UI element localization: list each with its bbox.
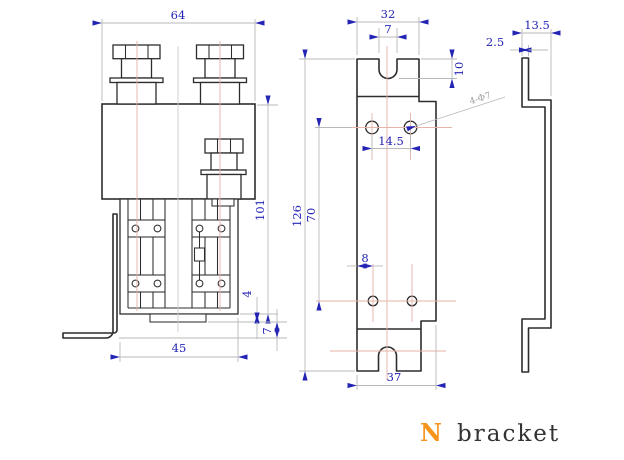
contact-rivet <box>131 279 140 288</box>
contact-rivet <box>217 224 226 233</box>
dim-hole-edge: 8 <box>361 251 368 265</box>
dimensions-right-view: 13.5 2.5 <box>486 18 561 96</box>
dim-hole-spacing: 14.5 <box>378 134 404 148</box>
dim-base-plate: 4 <box>240 290 254 297</box>
dim-hole-span: 70 <box>304 208 318 223</box>
contact-rivet <box>131 224 140 233</box>
terminal-bolt-left <box>109 44 164 105</box>
holes-leader-line <box>406 96 506 132</box>
contact-rivet <box>217 279 226 288</box>
title-highlight: N <box>420 418 442 447</box>
contact-rivet <box>195 279 204 288</box>
contactor-front-view: 64 101 4 7 45 <box>62 8 287 362</box>
mounting-bracket-front <box>62 213 118 339</box>
contact-rivet <box>153 224 162 233</box>
aux-terminal-bolt <box>200 138 247 200</box>
aux-stud <box>211 198 235 207</box>
dim-flange-width: 13.5 <box>524 18 550 32</box>
drawing-title: N bracket <box>420 418 560 447</box>
bracket-front-view: 32 7 10 14.5 4-Φ7 126 70 8 37 <box>290 7 506 390</box>
dim-slot-depth: 10 <box>452 62 466 77</box>
dim-top-width: 64 <box>171 8 186 22</box>
dim-base-width: 45 <box>172 341 187 355</box>
dim-slot-width: 7 <box>384 22 391 36</box>
dim-thickness: 2.5 <box>486 35 504 49</box>
title-label: bracket <box>457 421 560 447</box>
contact-assembly-right <box>191 199 231 308</box>
dimensions-left-view: 64 101 4 7 45 <box>92 8 287 362</box>
bracket-side-view: 13.5 2.5 <box>486 18 561 373</box>
dim-plate-height: 126 <box>290 205 304 227</box>
dim-overall-height: 101 <box>253 199 267 221</box>
dim-bottom-width: 37 <box>387 370 402 384</box>
bracket-plate-outline <box>356 58 437 372</box>
contact-rivet <box>195 224 204 233</box>
coil-component <box>193 247 206 262</box>
centerlines-left-view <box>136 41 221 332</box>
coil-frame <box>119 198 239 323</box>
dimensions-middle-view: 32 7 10 14.5 4-Φ7 126 70 8 37 <box>290 7 506 390</box>
dim-plate-top-width: 32 <box>381 7 396 21</box>
bracket-side-profile <box>521 57 552 373</box>
contact-rivet <box>153 279 162 288</box>
dim-bracket-foot: 7 <box>260 327 274 334</box>
